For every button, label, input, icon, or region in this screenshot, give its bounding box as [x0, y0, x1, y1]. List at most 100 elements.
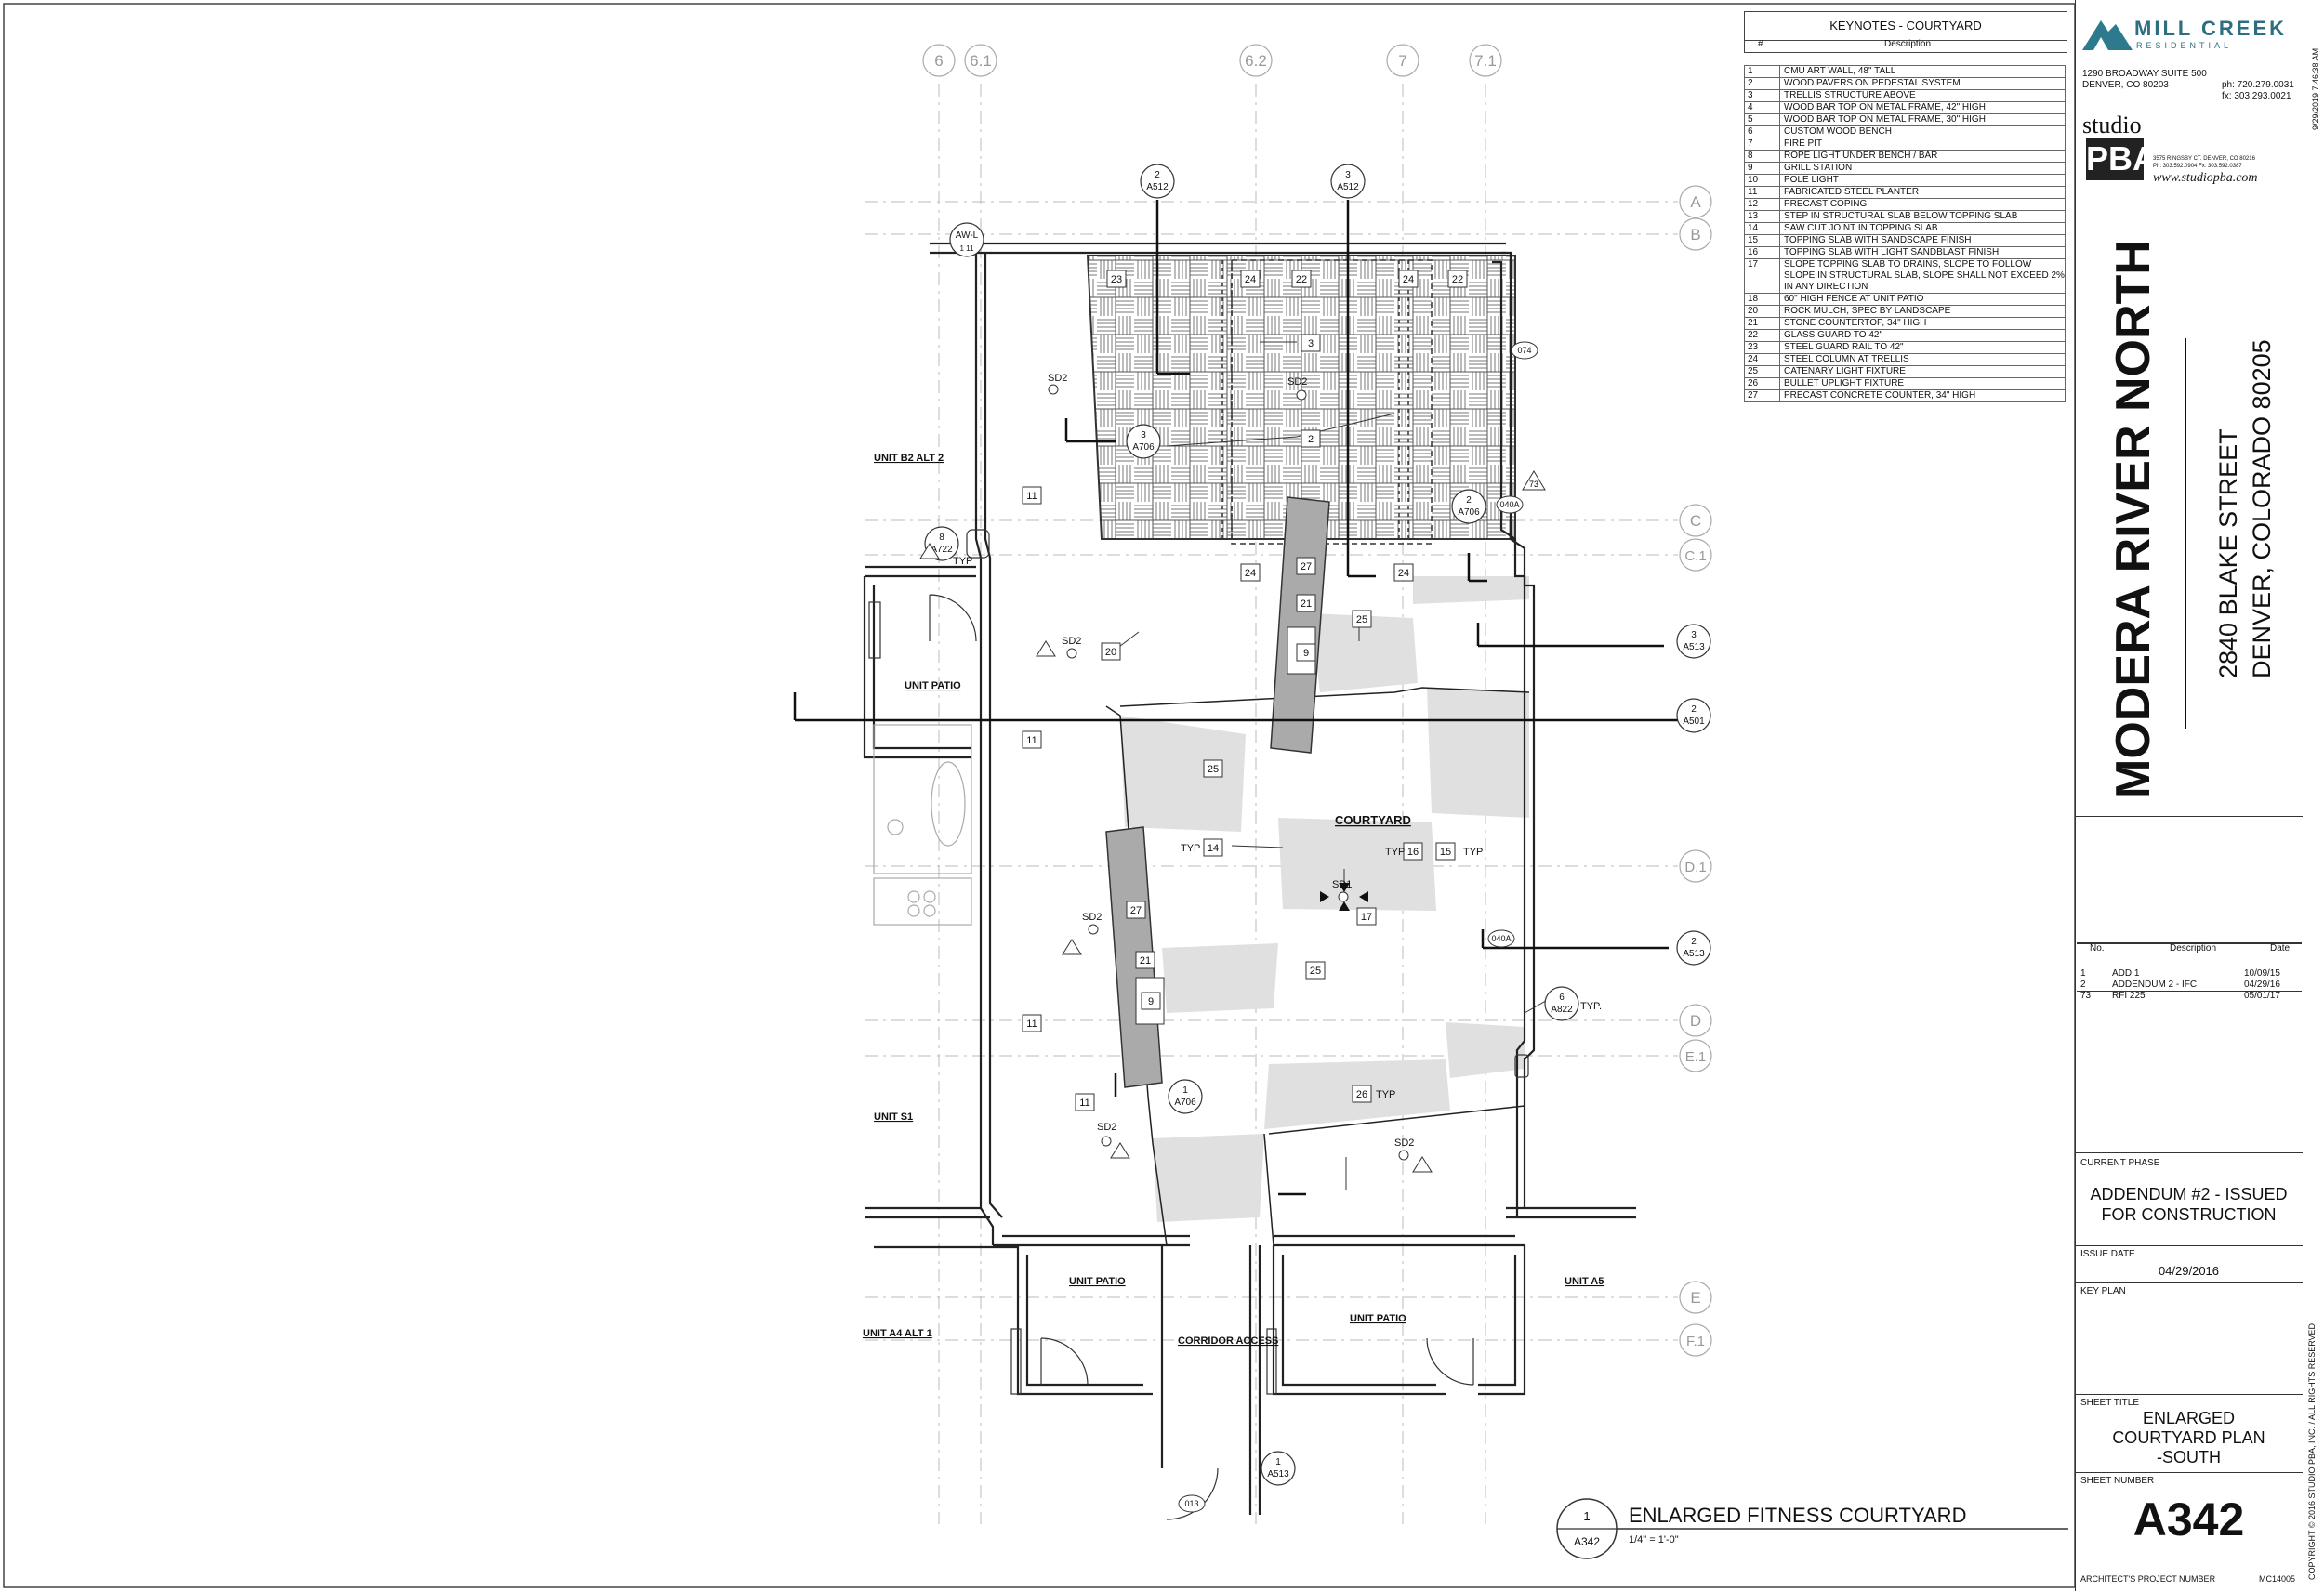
keynote-number: 5	[1745, 114, 1780, 125]
phase-value: ADDENDUM #2 - ISSUED FOR CONSTRUCTION	[2075, 1184, 2303, 1225]
room-label: UNIT A5	[1565, 1276, 1604, 1287]
keynote-tag: 2	[1308, 434, 1314, 445]
keynote-description: ROPE LIGHT UNDER BENCH / BAR	[1784, 151, 1938, 161]
keynote-tag: 3	[1308, 338, 1314, 349]
keynote-description: ROCK MULCH, SPEC BY LANDSCAPE	[1784, 306, 1951, 316]
sheet-number-label: SHEET NUMBER	[2080, 1476, 2155, 1486]
project-number-label: ARCHITECT'S PROJECT NUMBER	[2080, 1574, 2216, 1584]
grid-row-label: F.1	[1686, 1334, 1705, 1349]
architect-phone: Ph: 303.592.0904 Fx: 303.592.0387	[2153, 164, 2242, 169]
project-name: MODERA RIVER NORTH	[2106, 240, 2160, 799]
keynote-number: 3	[1745, 90, 1780, 101]
copyright: COPYRIGHT © 2016 STUDIO PBA, INC. / ALL …	[2307, 1322, 2317, 1580]
grid-col-label: 7.1	[1474, 52, 1497, 70]
sheet-title-label: SHEET TITLE	[2080, 1398, 2139, 1408]
drain-label: SD2	[1097, 1122, 1116, 1133]
project-divider	[2185, 338, 2186, 729]
keynote-number: 11	[1745, 187, 1780, 198]
keynote-description: WOOD BAR TOP ON METAL FRAME, 42" HIGH	[1784, 102, 1986, 112]
keynote-description: CMU ART WALL, 48" TALL	[1784, 66, 1896, 76]
section-num: 2	[1466, 495, 1472, 506]
drawing-scale: 1/4" = 1'-0"	[1629, 1534, 1679, 1545]
window-tag-sub: 1 11	[960, 244, 975, 253]
section-ref: A706	[1458, 507, 1480, 518]
grid-row-label: E.1	[1685, 1049, 1707, 1065]
section-ref: A513	[1683, 642, 1705, 652]
keynote-number: 22	[1745, 330, 1780, 341]
keynote-number: 8	[1745, 151, 1780, 162]
section-ref: A512	[1337, 182, 1359, 192]
rev-col-no: No.	[2090, 943, 2105, 953]
keynote-tag: 11	[1026, 1019, 1037, 1030]
grid-row-label: A	[1690, 193, 1701, 211]
drain-label: SD2	[1082, 912, 1102, 923]
phase-label: CURRENT PHASE	[2080, 1158, 2160, 1168]
client-phone: ph: 720.279.0031	[2222, 80, 2294, 90]
keynote-tag: 17	[1361, 912, 1372, 923]
grid-col-label: 6	[934, 52, 943, 70]
section-num: 8	[939, 533, 944, 543]
section-ref: A722	[931, 545, 953, 555]
grid-row-label: B	[1690, 226, 1700, 243]
keynote-number: 18	[1745, 294, 1780, 305]
rev-col-desc: Description	[2170, 943, 2217, 953]
keynote-description: CATENARY LIGHT FIXTURE	[1784, 366, 1906, 376]
architect-logo: PBA	[2086, 138, 2157, 180]
mountain-icon	[2082, 20, 2133, 50]
keynote-description: POLE LIGHT	[1784, 175, 1839, 185]
architect-studio: studio	[2082, 112, 2142, 138]
keynote-tag: 27	[1301, 561, 1312, 572]
keynote-number: 15	[1745, 235, 1780, 246]
keynotes-col-desc: Description	[1884, 39, 1932, 49]
title-bubble-num: 1	[1583, 1509, 1590, 1523]
keynote-tag: 23	[1111, 274, 1122, 285]
grid-col-label: 6.2	[1245, 52, 1267, 70]
grid-col-label: 7	[1398, 52, 1406, 70]
window-tag: AW-L	[956, 230, 979, 241]
keynote-description: TRELLIS STRUCTURE ABOVE	[1784, 90, 1916, 100]
drain-label: SD2	[1062, 636, 1081, 647]
keynote-description: WOOD BAR TOP ON METAL FRAME, 30" HIGH	[1784, 114, 1986, 125]
keynote-number: 1	[1745, 66, 1780, 77]
keynote-number: 17	[1745, 259, 1780, 293]
section-num: 3	[1345, 170, 1351, 180]
keynote-description: FABRICATED STEEL PLANTER	[1784, 187, 1920, 197]
keynote-description: CUSTOM WOOD BENCH	[1784, 126, 1892, 137]
grid-row-label: D	[1690, 1012, 1701, 1030]
section-ref: A501	[1683, 717, 1705, 727]
keynote-description: STEEL GUARD RAIL TO 42"	[1784, 342, 1904, 352]
keynote-number: 21	[1745, 318, 1780, 329]
keynote-description: FIRE PIT	[1784, 138, 1823, 149]
keynote-row: 7 FIRE PIT	[1744, 138, 2066, 151]
keynote-description: PRECAST CONCRETE COUNTER, 34" HIGH	[1784, 390, 1976, 401]
keynote-number: 4	[1745, 102, 1780, 113]
title-block	[2075, 0, 2304, 1591]
keynotes-col-num: #	[1758, 39, 1763, 49]
key-plan-label: KEY PLAN	[2080, 1286, 2126, 1296]
keynote-description: 60" HIGH FENCE AT UNIT PATIO	[1784, 294, 1924, 304]
project-number: MC14005	[2259, 1574, 2296, 1584]
architect-address: 3575 RINGSBY CT. DENVER, CO 80216	[2153, 156, 2255, 162]
doors	[868, 529, 1529, 1520]
keynote-number: 7	[1745, 138, 1780, 150]
room-label: CORRIDOR ACCESS	[1178, 1335, 1278, 1347]
grid-row-label: D.1	[1684, 860, 1706, 875]
typ-label: TYP	[1385, 847, 1405, 858]
keynote-tag: 14	[1208, 843, 1219, 854]
drain-label: SD2	[1287, 376, 1307, 388]
keynote-tag: 11	[1079, 1098, 1089, 1109]
keynote-description: WOOD PAVERS ON PEDESTAL SYSTEM	[1784, 78, 1961, 88]
keynote-description: TOPPING SLAB WITH SANDSCAPE FINISH	[1784, 235, 1972, 245]
typ-label: TYP	[1376, 1089, 1395, 1100]
keynote-tag: 26	[1356, 1089, 1367, 1100]
section-num: 1	[1182, 1085, 1188, 1096]
keynote-number: 24	[1745, 354, 1780, 365]
door-tag: 074	[1517, 346, 1531, 355]
grid-row-label: E	[1690, 1289, 1700, 1307]
keynote-description: PRECAST COPING	[1784, 199, 1868, 209]
